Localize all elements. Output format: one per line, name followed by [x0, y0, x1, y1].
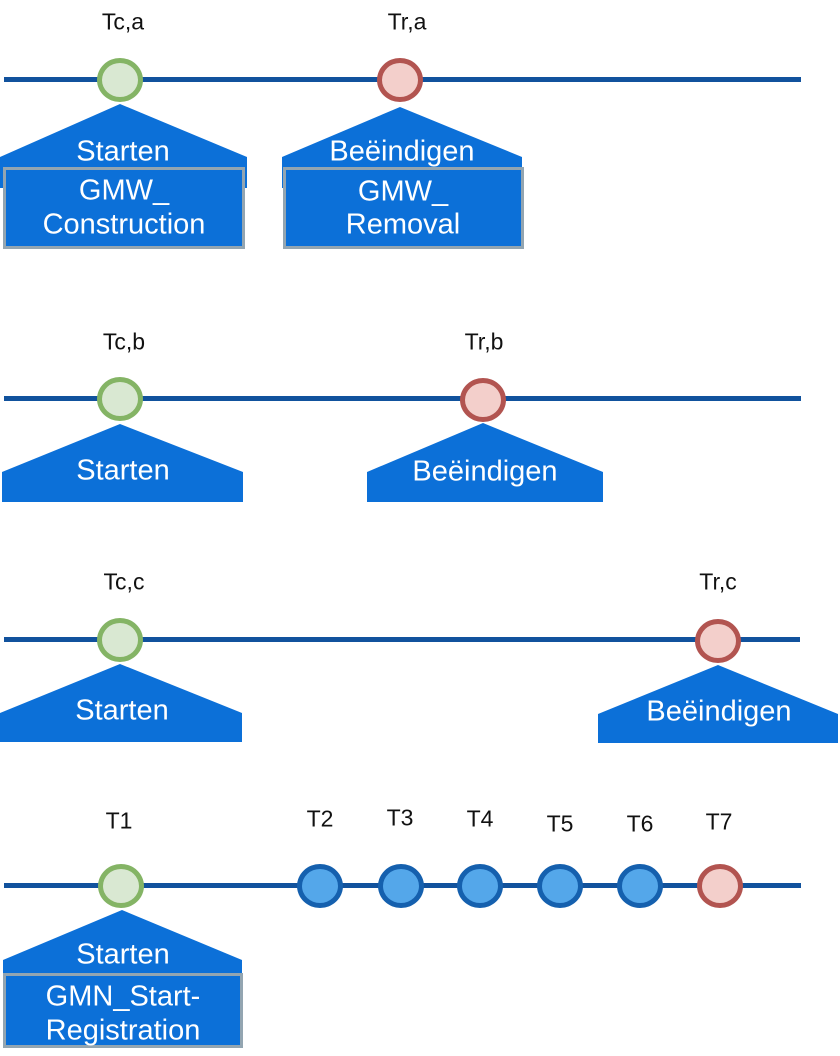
callout-label-beeindigen-a: Beëindigen — [329, 135, 475, 168]
callout-label-beeindigen-b: Beëindigen — [412, 455, 558, 488]
time-label-t7: T7 — [705, 808, 733, 835]
event-marker-tick-t4 — [457, 864, 503, 908]
process-box-gmw-construction — [3, 167, 245, 249]
process-box-registration-line2: Registration — [45, 1014, 201, 1047]
time-label-tr-b: Tr,b — [464, 328, 504, 355]
time-label-t5: T5 — [546, 810, 574, 837]
time-label-t6: T6 — [626, 810, 654, 837]
event-marker-tick-t2 — [297, 864, 343, 908]
event-marker-tick-t3 — [378, 864, 424, 908]
time-label-t4: T4 — [466, 805, 494, 832]
process-box-removal-line1: GMW_ — [357, 175, 449, 208]
time-label-tc-a: Tc,a — [101, 8, 145, 35]
time-label-tc-b: Tc,b — [102, 328, 146, 355]
process-box-removal-line2: Removal — [345, 208, 461, 241]
callout-label-beeindigen-c: Beëindigen — [646, 695, 792, 728]
callout-label-starten-registration: Starten — [76, 938, 170, 971]
time-label-t2: T2 — [306, 805, 334, 832]
event-marker-create-t1 — [98, 864, 144, 908]
time-label-tr-a: Tr,a — [387, 8, 427, 35]
time-label-t1: T1 — [105, 807, 133, 834]
process-box-registration-line1: GMN_Start- — [45, 980, 201, 1013]
callout-label-starten-b: Starten — [76, 454, 170, 487]
process-box-gmw-removal — [283, 167, 524, 249]
process-box-construction-line1: GMW_ — [78, 174, 170, 207]
process-box-gmn-start-registration — [3, 973, 243, 1048]
process-box-construction-line2: Construction — [42, 208, 206, 241]
event-marker-tick-t5 — [537, 864, 583, 908]
time-label-t3: T3 — [386, 804, 414, 831]
event-marker-remove-b — [460, 378, 506, 422]
event-marker-tick-t6 — [617, 864, 663, 908]
callout-label-starten-a: Starten — [76, 135, 170, 168]
event-marker-remove-t7 — [697, 864, 743, 908]
event-marker-remove-c — [695, 619, 741, 663]
timeline-axis-b — [4, 396, 801, 401]
event-marker-create-a — [97, 58, 143, 102]
timeline-axis-c — [4, 637, 800, 642]
event-marker-remove-a — [377, 58, 423, 102]
time-label-tr-c: Tr,c — [699, 568, 737, 595]
event-marker-create-b — [97, 377, 143, 421]
callout-label-starten-c: Starten — [75, 694, 169, 727]
time-label-tc-c: Tc,c — [103, 568, 145, 595]
event-marker-create-c — [97, 618, 143, 662]
